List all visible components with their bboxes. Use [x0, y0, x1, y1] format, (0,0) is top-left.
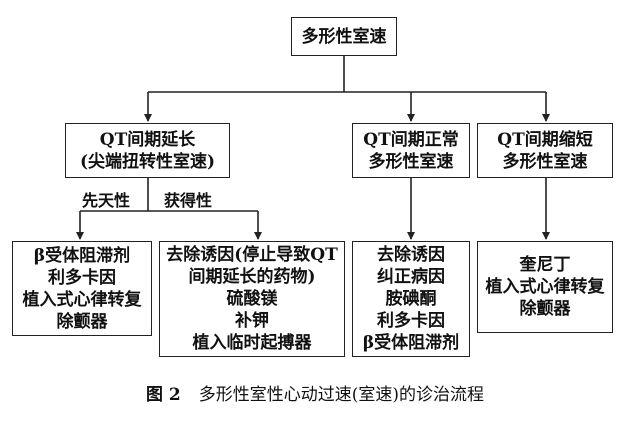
figure-label: 图 2: [145, 385, 181, 405]
node-qt-long-line-2: (尖端扭转性室速): [79, 151, 216, 172]
congenital-tx-line-3: 植入式心律转复: [22, 289, 142, 310]
short-tx-line-3: 除颤器: [519, 299, 571, 319]
node-qt-long-line-1: QT间期延长: [99, 129, 196, 150]
figure-caption-text: 多形性室性心动过速(室速)的诊治流程: [198, 385, 484, 405]
congenital-tx-line-2: 利多卡因: [48, 267, 116, 288]
normal-tx-line-3: 胺碘酮: [385, 289, 437, 309]
normal-tx-line-5: β受体阻滞剂: [362, 333, 460, 353]
edge-label-congenital: 先天性: [82, 191, 131, 210]
acquired-tx-line-5: 植入临时起搏器: [192, 333, 312, 353]
normal-tx-line-1: 去除诱因: [377, 245, 445, 265]
congenital-tx-line-1: β受体阻滞剂: [33, 245, 131, 266]
node-root-line: 多形性室速: [301, 26, 387, 47]
node-qt-short-line-2: 多形性室速: [502, 151, 588, 172]
short-tx-line-2: 植入式心律转复: [485, 277, 605, 297]
short-tx-line-1: 奎尼丁: [519, 255, 571, 275]
node-normal-treatment: 去除诱因 纠正病因 胺碘酮 利多卡因 β受体阻滞剂: [352, 241, 470, 357]
node-qt-normal-line-1: QT间期正常: [363, 129, 459, 150]
edge-label-acquired: 获得性: [164, 191, 213, 210]
node-qt-short: QT间期缩短 多形性室速: [477, 123, 613, 178]
node-acquired-treatment: 去除诱因(停止导致QT 间期延长的药物) 硫酸镁 补钾 植入临时起搏器: [159, 241, 345, 357]
acquired-tx-line-4: 补钾: [235, 311, 269, 331]
congenital-tx-line-4: 除颤器: [56, 311, 108, 332]
node-qt-short-line-1: QT间期缩短: [497, 129, 593, 150]
acquired-tx-line-1: 去除诱因(停止导致QT: [166, 245, 338, 265]
node-congenital-treatment: β受体阻滞剂 利多卡因 植入式心律转复 除颤器: [12, 241, 152, 336]
node-short-treatment: 奎尼丁 植入式心律转复 除颤器: [477, 241, 613, 333]
node-root: 多形性室速: [291, 17, 397, 56]
figure-caption: 图 2 多形性室性心动过速(室速)的诊治流程: [0, 380, 630, 405]
acquired-tx-line-3: 硫酸镁: [226, 289, 278, 309]
node-qt-normal-line-2: 多形性室速: [368, 151, 454, 172]
normal-tx-line-4: 利多卡因: [377, 311, 445, 331]
node-qt-long: QT间期延长 (尖端扭转性室速): [65, 123, 230, 178]
node-qt-normal: QT间期正常 多形性室速: [352, 123, 470, 178]
acquired-tx-line-2: 间期延长的药物): [188, 267, 316, 287]
normal-tx-line-2: 纠正病因: [377, 267, 445, 287]
